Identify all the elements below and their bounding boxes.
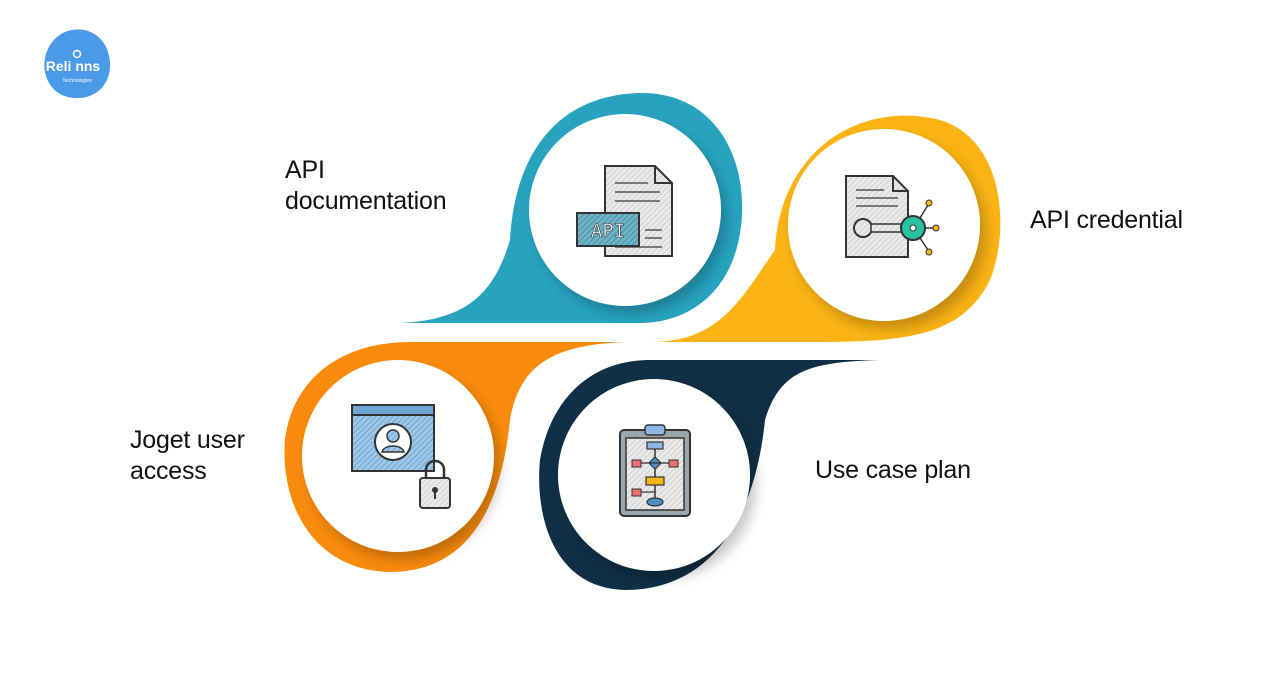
step-label-line: API — [285, 156, 325, 184]
step-label-line: access — [130, 457, 207, 485]
step-label-line: Joget user — [130, 426, 245, 454]
step-label-api-documentation: API documentation — [285, 155, 447, 217]
api-document-icon: API — [576, 165, 673, 257]
user-lock-icon — [351, 404, 451, 509]
logo-text: Reli nns — [46, 58, 101, 74]
step-label-joget-access: Joget user access — [130, 425, 245, 487]
key-document-icon — [845, 175, 940, 258]
step-label-use-case-plan: Use case plan — [815, 455, 971, 486]
brand-logo: Reli nns Technologies — [44, 29, 111, 99]
api-icon-text: API — [591, 220, 625, 242]
logo-tagline: Technologies — [62, 78, 92, 84]
step-label-line: documentation — [285, 187, 447, 215]
step-label-line: API credential — [1030, 206, 1183, 234]
step-label-api-credential: API credential — [1030, 205, 1183, 236]
lightbulb-icon — [72, 49, 82, 59]
flowchart-clipboard-icon — [619, 424, 691, 517]
logo-blob — [44, 29, 111, 99]
step-label-line: Use case plan — [815, 456, 971, 484]
